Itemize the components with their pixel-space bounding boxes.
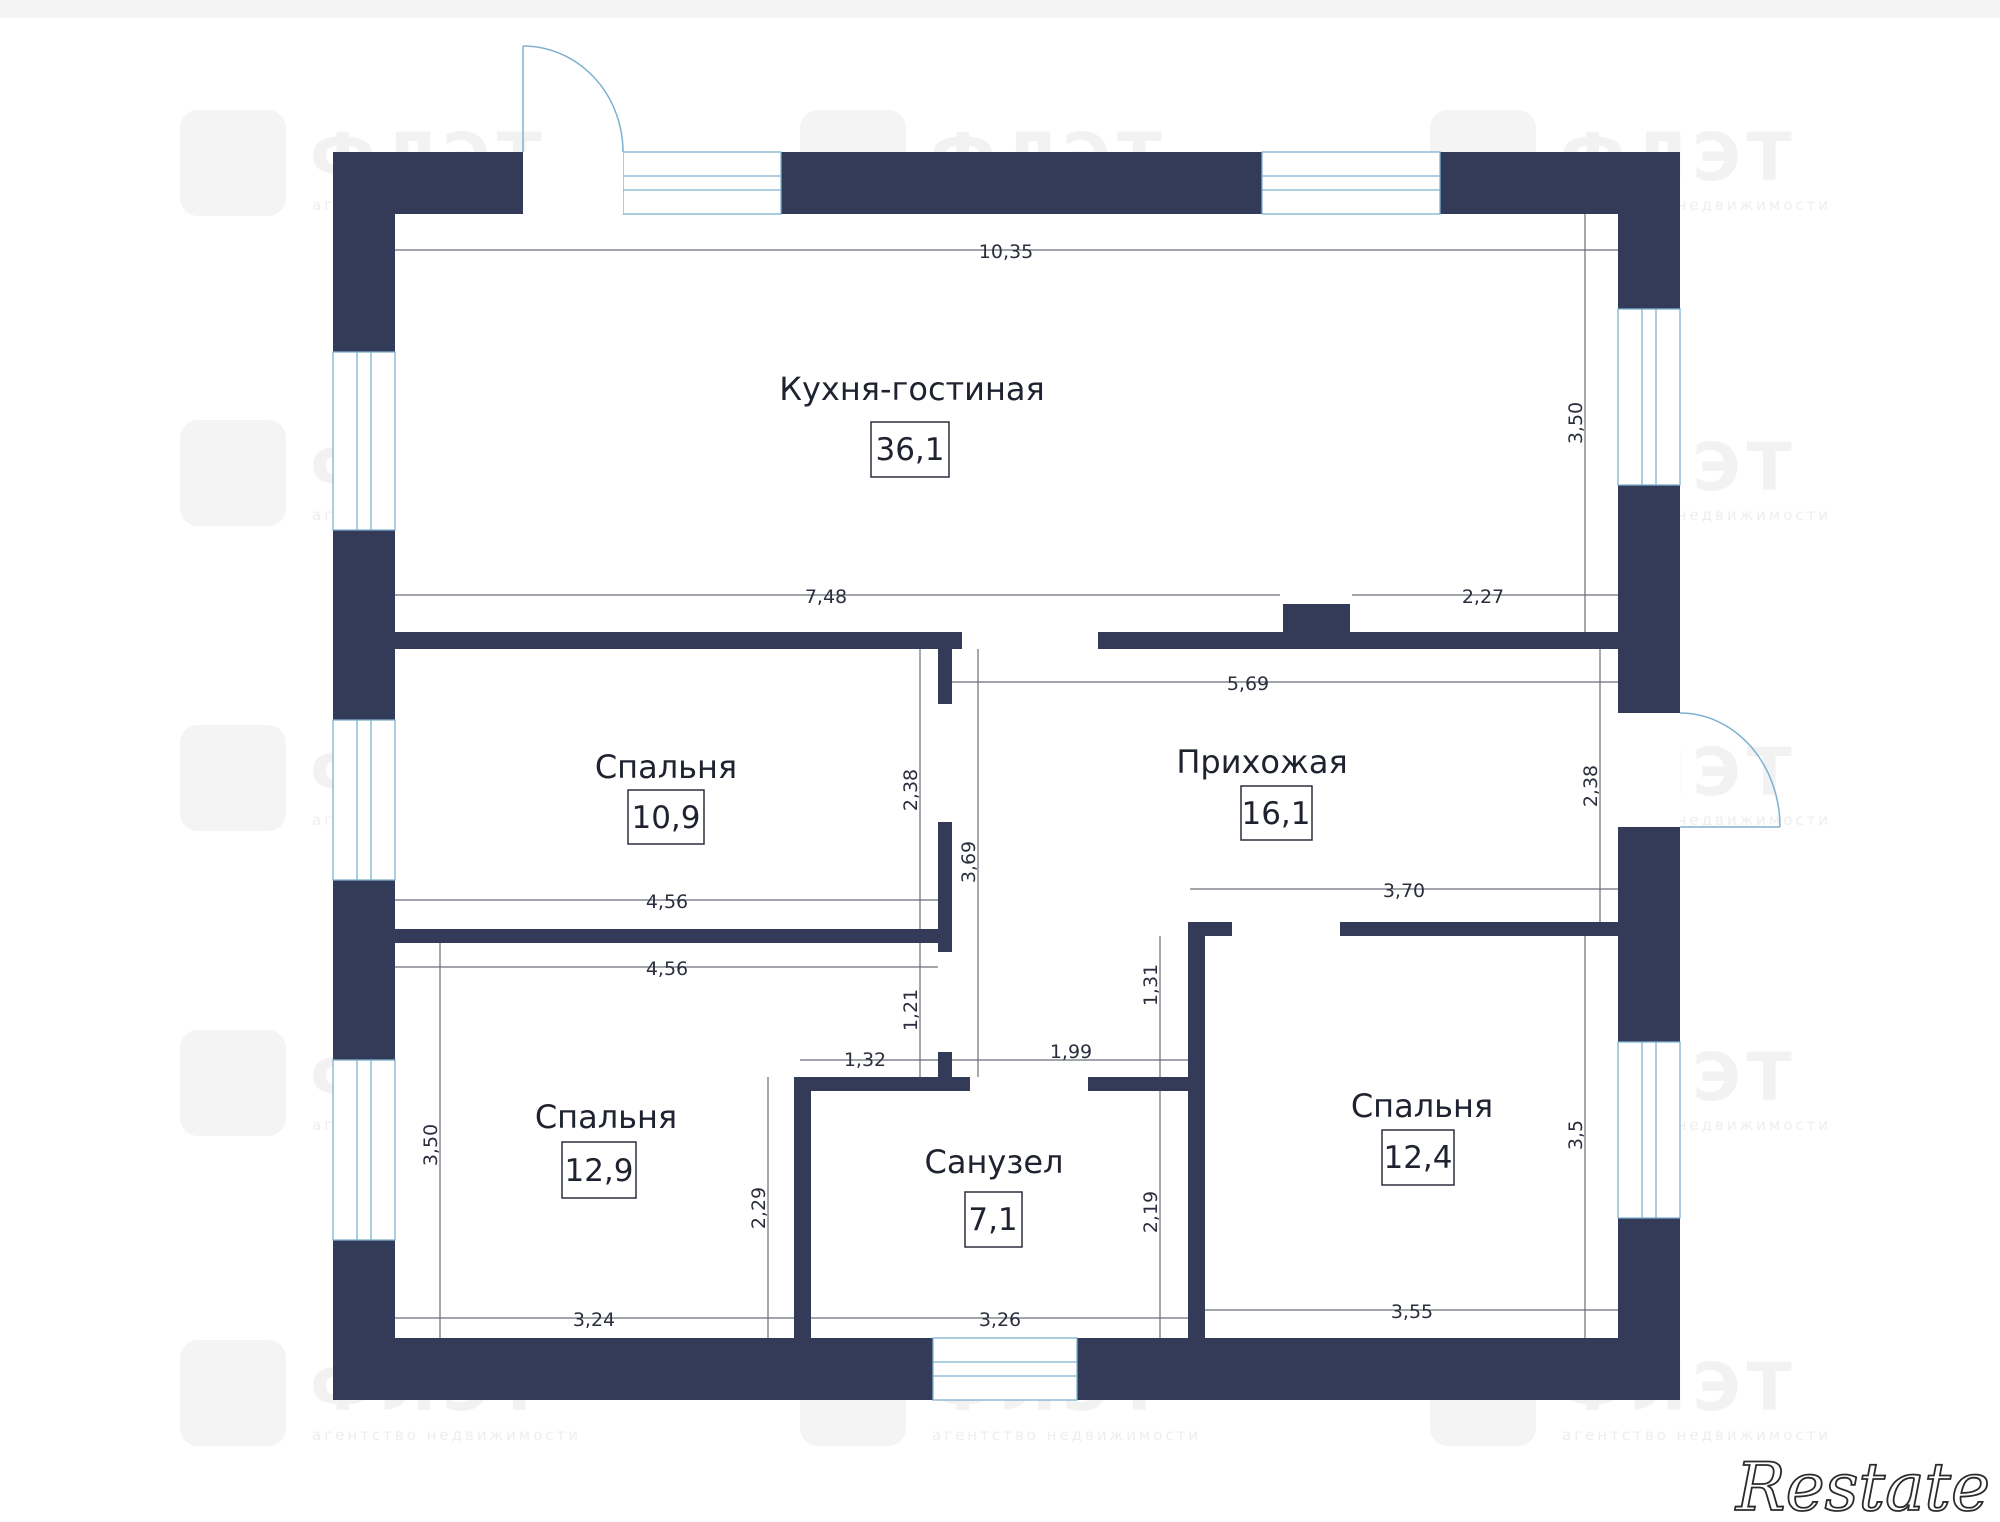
dim-bed1-height: 2,38: [900, 769, 922, 811]
room-name: Прихожая: [1176, 743, 1347, 781]
wall-left-2: [333, 530, 395, 720]
exterior-walls: [333, 152, 1680, 1400]
phi-logo-icon: [180, 725, 286, 831]
window-top-1: [622, 151, 782, 215]
room-bedroom-3: Спальня 12,4: [1351, 1087, 1493, 1186]
room-area: 36,1: [875, 432, 944, 468]
room-bedroom-1: Спальня 10,9: [595, 748, 737, 845]
dim-corridor-3: 1,99: [1050, 1041, 1092, 1063]
room-area: 7,1: [968, 1202, 1017, 1238]
wall-bottom-right: [1077, 1338, 1680, 1400]
phi-logo-icon: [180, 420, 286, 526]
room-bathroom: Санузел 7,1: [925, 1143, 1064, 1248]
phi-logo-icon: [180, 1030, 286, 1136]
dim-entry-height: 2,38: [1580, 765, 1602, 807]
door-right-swing: [1679, 712, 1781, 828]
dim-corridor-2: 1,32: [844, 1049, 886, 1071]
dim-bed3-width: 3,55: [1391, 1301, 1433, 1323]
wall-bath-stub: [938, 1052, 952, 1077]
dimension-labels: 10,35 3,50 7,48 2,27 5,69 3,69 2,38 4,56…: [420, 241, 1602, 1331]
wall-bath-top-right: [1088, 1077, 1194, 1091]
wall-right-3: [1618, 827, 1680, 1042]
wall-bed3-left: [1188, 922, 1205, 1340]
dim-bath-height: 2,19: [1140, 1191, 1162, 1233]
rooms: Кухня-гостиная 36,1 Спальня 10,9 Прихожа…: [535, 370, 1493, 1248]
dim-bed1-width: 4,56: [646, 891, 688, 913]
brand-logo: Restate: [1735, 1449, 1990, 1522]
wall-bed1-right-bottom: [938, 822, 952, 952]
wall-left-1: [333, 152, 395, 352]
wall-bottom-left: [333, 1338, 933, 1400]
window-top-2: [1261, 151, 1441, 215]
wall-bath-top-left: [794, 1077, 970, 1091]
dim-entry-width: 3,70: [1383, 880, 1425, 902]
dim-corridor-4: 1,31: [1140, 964, 1162, 1006]
dim-kitchen-left: 7,48: [805, 586, 847, 608]
watermark-subtext: агентство недвижимости: [932, 1426, 1201, 1444]
dim-hall-height: 3,69: [958, 841, 980, 883]
wall-kitchen-bed1: [395, 632, 962, 649]
doors: [522, 45, 1781, 828]
door-top-swing: [522, 45, 624, 153]
phi-logo-icon: [180, 110, 286, 216]
room-name: Спальня: [535, 1098, 677, 1136]
wall-top-mid: [781, 152, 1262, 214]
wall-left-3: [333, 880, 395, 1060]
room-area: 12,9: [564, 1153, 633, 1189]
wall-column: [1283, 604, 1350, 634]
dim-corridor-1: 1,21: [900, 989, 922, 1031]
room-kitchen-living: Кухня-гостиная 36,1: [779, 370, 1045, 478]
window-left-3: [332, 1059, 396, 1241]
wall-bed3-top-right: [1340, 922, 1618, 936]
dim-kitchen-height: 3,50: [1565, 402, 1587, 444]
windows: [332, 151, 1681, 1401]
wall-bath-left: [794, 1077, 811, 1340]
room-hallway: Прихожая 16,1: [1176, 743, 1348, 841]
dim-bed3-height: 3,5: [1565, 1120, 1587, 1150]
dimension-lines: [395, 214, 1618, 1338]
room-area: 16,1: [1241, 796, 1310, 832]
window-left-2: [332, 719, 396, 881]
dim-kitchen-right: 2,27: [1462, 586, 1504, 608]
room-bedroom-2: Спальня 12,9: [535, 1098, 677, 1199]
window-right-1: [1617, 308, 1681, 486]
phi-logo-icon: [180, 1340, 286, 1446]
dim-bed2-width: 4,56: [646, 958, 688, 980]
wall-bed1-bed2: [395, 929, 952, 943]
interior-walls: [395, 604, 1618, 1340]
dim-hall-width: 5,69: [1227, 673, 1269, 695]
dim-bed2-height: 3,50: [420, 1124, 442, 1166]
dim-bed2-bottom: 3,24: [573, 1309, 615, 1331]
top-band: [0, 0, 2000, 18]
dim-bed2-notch: 2,29: [748, 1187, 770, 1229]
room-name: Спальня: [1351, 1087, 1493, 1125]
wall-bed3-top-left: [1188, 922, 1232, 936]
watermark-subtext: агентство недвижимости: [1562, 1426, 1831, 1444]
window-right-2: [1617, 1041, 1681, 1219]
room-area: 10,9: [631, 800, 700, 836]
dim-bath-width: 3,26: [979, 1309, 1021, 1331]
window-bottom: [932, 1337, 1078, 1401]
dim-kitchen-width: 10,35: [979, 241, 1033, 263]
room-name: Спальня: [595, 748, 737, 786]
wall-right-2: [1618, 485, 1680, 713]
wall-kitchen-hall: [1098, 632, 1618, 649]
room-name: Санузел: [925, 1143, 1064, 1181]
watermark-subtext: агентство недвижимости: [312, 1426, 581, 1444]
room-name: Кухня-гостиная: [779, 370, 1045, 408]
wall-bed1-right-top: [938, 649, 952, 704]
window-left-1: [332, 351, 396, 531]
room-area: 12,4: [1383, 1140, 1452, 1176]
wall-right-1: [1618, 152, 1680, 309]
